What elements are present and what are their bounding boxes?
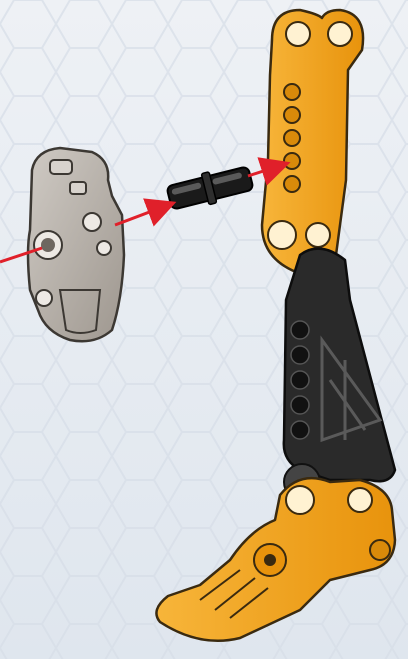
orange-foot-piece bbox=[155, 476, 397, 643]
arrow-right bbox=[247, 157, 291, 186]
assembly-arrows bbox=[0, 157, 291, 264]
gray-connector-piece bbox=[26, 146, 126, 343]
arrow-middle bbox=[114, 198, 177, 227]
arrow-left bbox=[0, 246, 43, 264]
orange-upper-beam bbox=[260, 8, 365, 276]
black-axle-pin bbox=[166, 166, 254, 210]
